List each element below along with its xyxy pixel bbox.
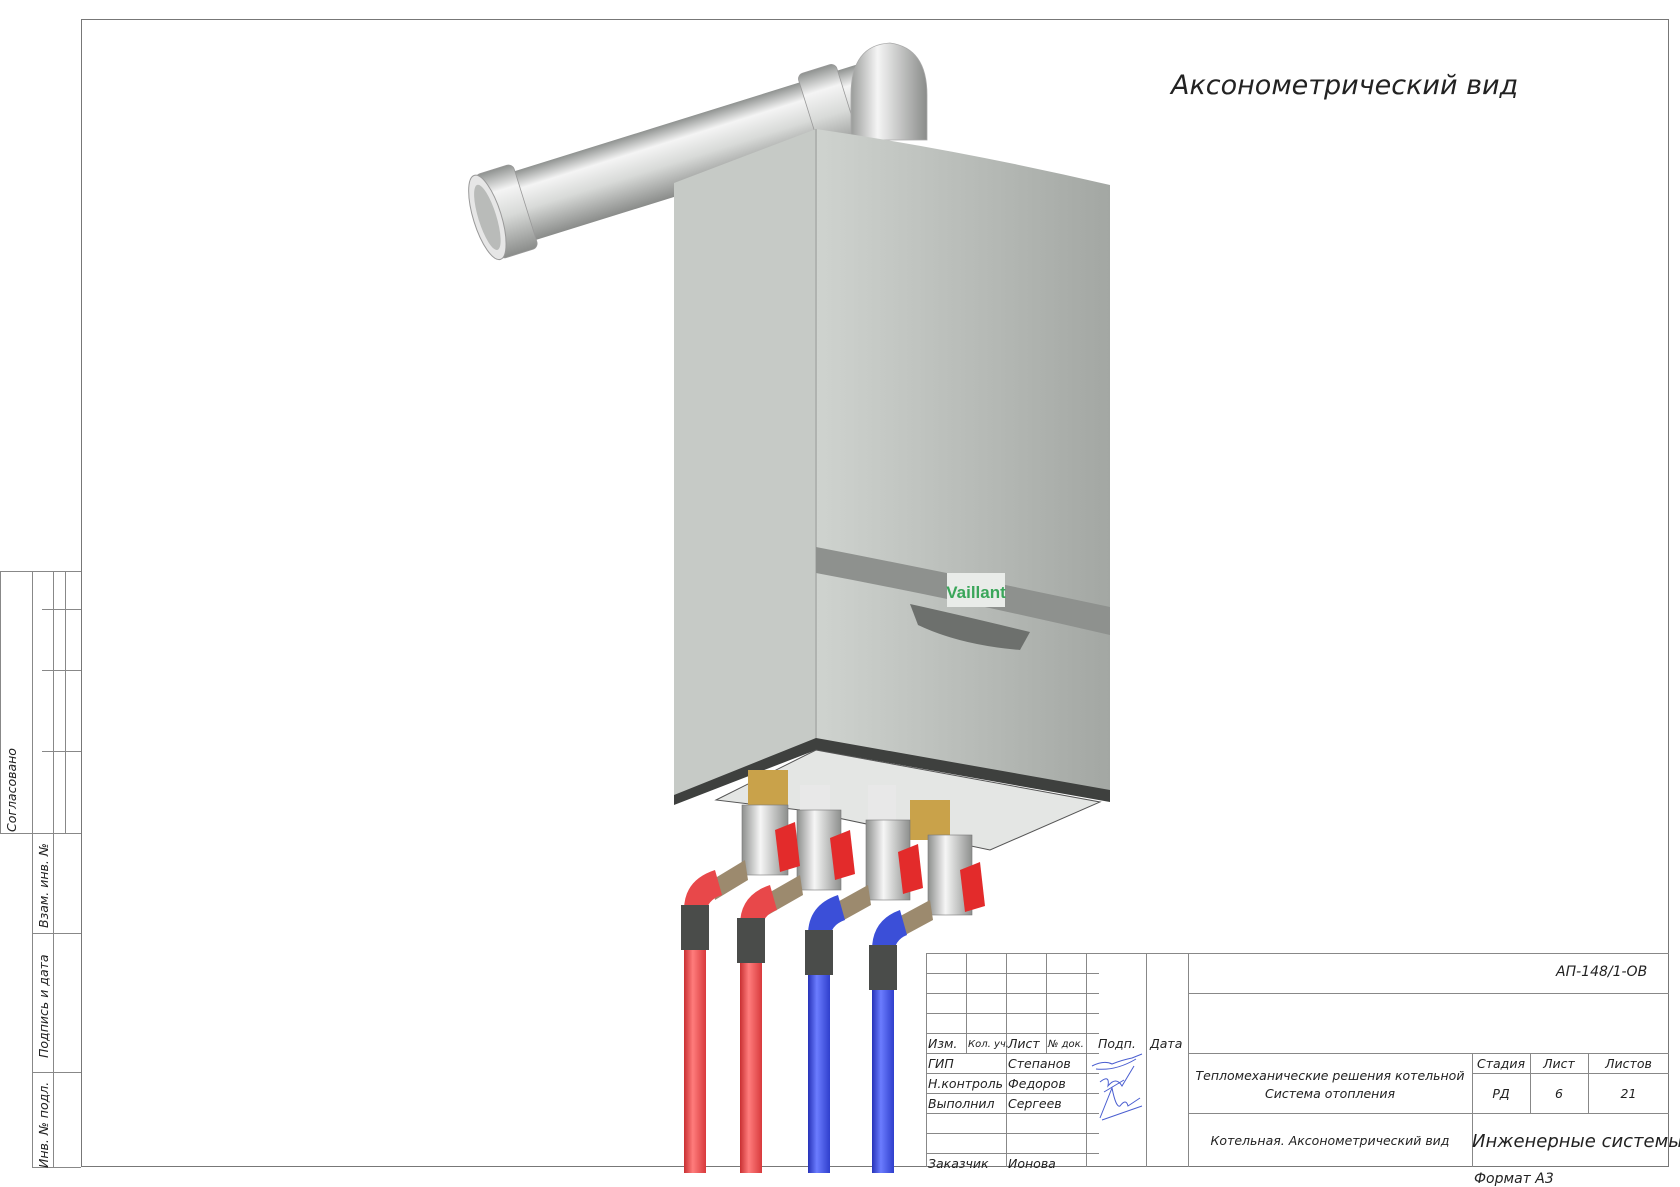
name-gip: Степанов xyxy=(1008,1056,1071,1071)
valve-assembly xyxy=(712,770,985,940)
role-customer: Заказчик xyxy=(928,1156,989,1171)
hdr-sign: Подп. xyxy=(1098,1036,1136,1051)
sheet-label: Лист xyxy=(1543,1056,1575,1071)
project-line-2: Система отопления xyxy=(1264,1086,1395,1101)
sheet-format: Формат А3 xyxy=(1474,1171,1554,1187)
role-gip: ГИП xyxy=(928,1056,954,1071)
role-norm-control: Н.контроль xyxy=(928,1076,1003,1091)
replaced-inv-label: Взам. инв. № xyxy=(36,843,51,928)
hdr-list: Лист xyxy=(1008,1036,1040,1051)
heating-pipes xyxy=(681,870,907,1173)
sheets-label: Листов xyxy=(1605,1056,1652,1071)
sign-date-label: Подпись и дата xyxy=(36,954,51,1058)
stage-label: Стадия xyxy=(1477,1056,1525,1071)
name-customer: Ионова xyxy=(1008,1156,1056,1171)
boiler-side-face xyxy=(816,129,1110,795)
name-norm-control: Федоров xyxy=(1008,1076,1066,1091)
logo-text: Vaillant xyxy=(946,583,1006,602)
name-performer: Сергеев xyxy=(1008,1096,1062,1111)
sheets-value: 21 xyxy=(1620,1086,1637,1101)
hdr-doc-no: № док. xyxy=(1048,1039,1084,1050)
boiler-front-face xyxy=(674,129,816,800)
drawing-code: АП-148/1-ОВ xyxy=(1556,964,1648,980)
role-performer: Выполнил xyxy=(928,1096,995,1111)
vaillant-logo xyxy=(947,573,1005,607)
sheet-title: Котельная. Аксонометрический вид xyxy=(1210,1133,1450,1148)
agreed-label: Согласовано xyxy=(4,748,19,832)
hdr-izm: Изм. xyxy=(928,1036,958,1051)
hdr-date: Дата xyxy=(1150,1036,1183,1051)
inv-orig-label: Инв. № подл. xyxy=(36,1081,51,1168)
flue-elbow xyxy=(850,42,928,141)
drawing-title: Аксонометрический вид xyxy=(1171,70,1519,101)
organization-name: Инженерные системы xyxy=(1472,1131,1680,1152)
stage-value: РД xyxy=(1492,1086,1510,1101)
hdr-kol-uch: Кол. уч. xyxy=(968,1039,1009,1050)
project-line-1: Тепломеханические решения котельной xyxy=(1195,1068,1465,1083)
sheet-value: 6 xyxy=(1555,1086,1563,1101)
